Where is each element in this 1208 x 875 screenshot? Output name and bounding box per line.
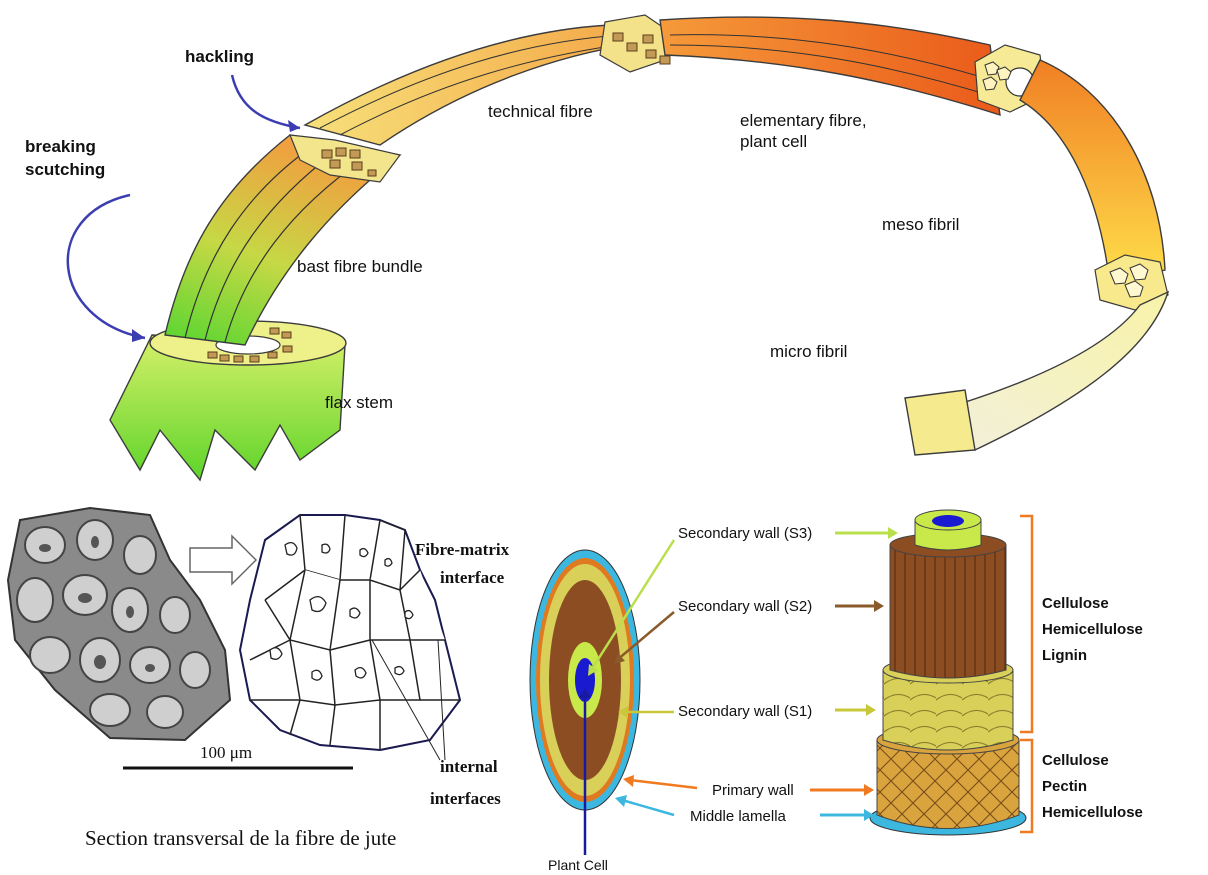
meso-fibril-label: meso fibril	[882, 215, 959, 234]
elementary-fibre-label: elementary fibre,	[740, 111, 867, 130]
fibre-hierarchy-diagram: hackling breaking scutching technical fi…	[25, 15, 1168, 480]
s2-label: Secondary wall (S2)	[678, 598, 812, 615]
transform-arrow	[190, 536, 256, 584]
elementary-fibre-shape	[660, 17, 1045, 115]
lower-comp-1: Cellulose	[1042, 752, 1109, 769]
cell-wall-cylinder	[870, 510, 1026, 835]
scutching-label: scutching	[25, 160, 105, 179]
cell-wall-diagram: Secondary wall (S3) Secondary wall (S2) …	[530, 510, 1143, 873]
hackling-label: hackling	[185, 47, 254, 66]
s1-label: Secondary wall (S1)	[678, 703, 812, 720]
bast-fibre-bundle-shape	[165, 135, 400, 345]
s3-label: Secondary wall (S3)	[678, 525, 812, 542]
upper-comp-2: Hemicellulose	[1042, 621, 1143, 638]
jute-micrograph	[8, 508, 230, 740]
flax-stem-label: flax stem	[325, 393, 393, 412]
plant-cell-label: Plant Cell	[548, 857, 608, 873]
interface-label: interface	[440, 568, 505, 587]
plant-cell-label: plant cell	[740, 132, 807, 151]
micro-fibril-shape	[905, 292, 1168, 455]
technical-fibre-label: technical fibre	[488, 102, 593, 121]
interfaces-label: interfaces	[430, 789, 501, 808]
hackling-arrowhead	[288, 120, 300, 132]
breaking-scutching-arrow	[68, 195, 145, 338]
bast-fibre-bundle-label: bast fibre bundle	[297, 257, 423, 276]
flax-stem-shape	[110, 321, 346, 480]
upper-comp-3: Lignin	[1042, 647, 1087, 664]
meso-fibril-shape	[1020, 60, 1168, 310]
middle-lamella-label: Middle lamella	[690, 808, 787, 825]
breaking-label: breaking	[25, 137, 96, 156]
fibre-matrix-label: Fibre-matrix	[415, 540, 510, 559]
upper-bracket	[1020, 516, 1032, 732]
jute-section-diagram: Fibre-matrix interface internal interfac…	[8, 508, 510, 850]
lower-comp-3: Hemicellulose	[1042, 804, 1143, 821]
technical-fibre-shape	[305, 15, 670, 145]
upper-comp-1: Cellulose	[1042, 595, 1109, 612]
internal-label: internal	[440, 757, 498, 776]
primary-wall-label: Primary wall	[712, 782, 794, 799]
jute-caption: Section transversal de la fibre de jute	[85, 826, 396, 850]
lower-comp-2: Pectin	[1042, 778, 1087, 795]
hackling-arrow	[232, 75, 300, 128]
micro-fibril-label: micro fibril	[770, 342, 847, 361]
scale-bar-label: 100 μm	[200, 743, 252, 762]
breaking-scutching-arrowhead	[132, 329, 145, 342]
